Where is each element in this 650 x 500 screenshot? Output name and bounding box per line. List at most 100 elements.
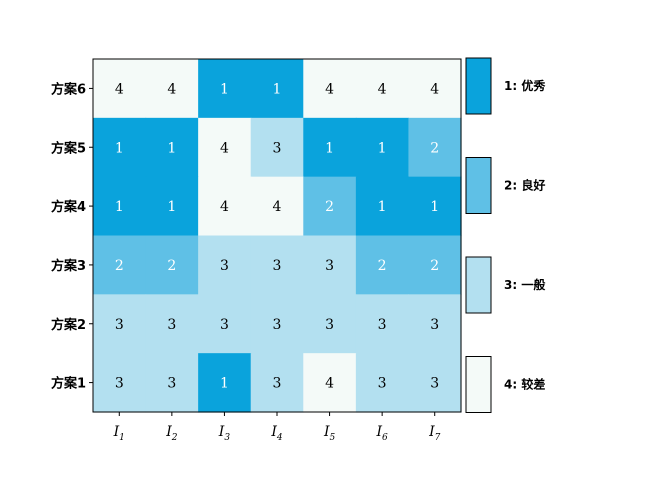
cell-value-label: 4 [430, 81, 439, 97]
cell-value-label: 3 [220, 317, 229, 333]
cell-value-label: 1 [167, 140, 176, 156]
cell-value-label: 3 [378, 376, 387, 392]
heatmap-cell [408, 117, 462, 178]
cell-value-label: 4 [325, 81, 334, 97]
heatmap-cell [303, 353, 357, 413]
heatmap-cell [145, 353, 199, 413]
column-label: I5 [323, 424, 336, 443]
heatmap-cell [198, 59, 252, 119]
cell-value-label: 4 [220, 140, 229, 156]
heatmap-cell [303, 59, 357, 119]
heatmap-cell [408, 176, 462, 237]
cell-value-label: 2 [167, 258, 176, 274]
heatmap-cell [198, 294, 252, 354]
cell-value-label: 3 [325, 317, 334, 333]
cell-value-label: 4 [115, 81, 124, 97]
column-label-subscript: 7 [435, 433, 441, 443]
heatmap-cell [250, 294, 304, 354]
cell-value-label: 1 [220, 81, 229, 97]
column-label: I2 [165, 424, 178, 443]
heatmap-cell [250, 235, 304, 295]
heatmap-cell [93, 294, 147, 354]
heatmap-cell [93, 59, 147, 119]
column-label-base: I [218, 424, 225, 440]
cell-value-label: 3 [167, 376, 176, 392]
column-label: I6 [376, 424, 389, 443]
column-label-subscript: 5 [329, 433, 335, 443]
heatmap-cells [93, 59, 462, 413]
column-label-subscript: 6 [382, 433, 388, 443]
row-label: 方案5 [51, 140, 86, 156]
column-label-base: I [428, 424, 435, 440]
cell-value-label: 4 [378, 81, 387, 97]
heatmap-cell [93, 353, 147, 413]
heatmap-cell [145, 176, 199, 237]
cell-value-label: 1 [167, 199, 176, 215]
cell-value-label: 2 [430, 140, 439, 156]
heatmap-cell [303, 235, 357, 295]
heatmap-cell [198, 235, 252, 295]
legend-swatch [465, 157, 492, 214]
heatmap-cell [408, 235, 462, 295]
cell-value-label: 1 [220, 376, 229, 392]
cell-value-label: 1 [430, 199, 439, 215]
heatmap-cell [408, 353, 462, 413]
cell-value-label: 3 [273, 317, 282, 333]
heatmap-cell [355, 353, 410, 413]
column-label: I7 [428, 424, 441, 443]
heatmap-cell [93, 235, 147, 295]
heatmap-cell [408, 59, 462, 119]
heatmap-cell [198, 117, 252, 178]
legend-swatch [465, 356, 492, 413]
legend-label: 2: 良好 [504, 178, 545, 193]
heatmap-cell [145, 59, 199, 119]
heatmap-cell [198, 176, 252, 237]
column-label: I3 [218, 424, 231, 443]
row-label: 方案3 [51, 258, 86, 274]
cell-value-label: 3 [273, 258, 282, 274]
cell-value-label: 2 [115, 258, 124, 274]
column-label-base: I [165, 424, 172, 440]
cell-value-label: 3 [273, 140, 282, 156]
column-label-subscript: 4 [276, 433, 283, 443]
cell-value-label: 2 [430, 258, 439, 274]
cell-value-label: 2 [378, 258, 387, 274]
column-label-base: I [376, 424, 383, 440]
legend-swatch [465, 256, 492, 314]
cell-value-label: 3 [378, 317, 387, 333]
cell-value-label: 3 [115, 376, 124, 392]
cell-value-label: 3 [325, 258, 334, 274]
row-label: 方案6 [51, 81, 86, 97]
cell-value-label: 3 [430, 317, 439, 333]
cell-value-label: 1 [325, 140, 334, 156]
heatmap-cell [355, 117, 410, 178]
heatmap-cell [250, 353, 304, 413]
column-label-base: I [113, 424, 120, 440]
column-label-subscript: 1 [119, 433, 125, 443]
cell-value-label: 4 [167, 81, 176, 97]
cell-value-label: 3 [430, 376, 439, 392]
heatmap-cell [93, 176, 147, 237]
cell-value-label: 1 [273, 81, 282, 97]
cell-value-label: 1 [378, 199, 387, 215]
row-label: 方案1 [51, 376, 86, 392]
heatmap-cell [408, 294, 462, 354]
heatmap-cell [198, 353, 252, 413]
column-label-subscript: 2 [171, 433, 178, 443]
cell-value-label: 3 [220, 258, 229, 274]
heatmap-cell [303, 176, 357, 237]
heatmap-cell [355, 294, 410, 354]
cell-value-label: 4 [325, 376, 334, 392]
cell-value-label: 3 [115, 317, 124, 333]
heatmap-cell [93, 117, 147, 178]
heatmap-cell [355, 176, 410, 237]
legend-label: 1: 优秀 [504, 78, 546, 93]
heatmap-cell [250, 176, 304, 237]
heatmap-cell [145, 294, 199, 354]
cell-value-label: 1 [378, 140, 387, 156]
cell-value-label: 4 [220, 199, 229, 215]
